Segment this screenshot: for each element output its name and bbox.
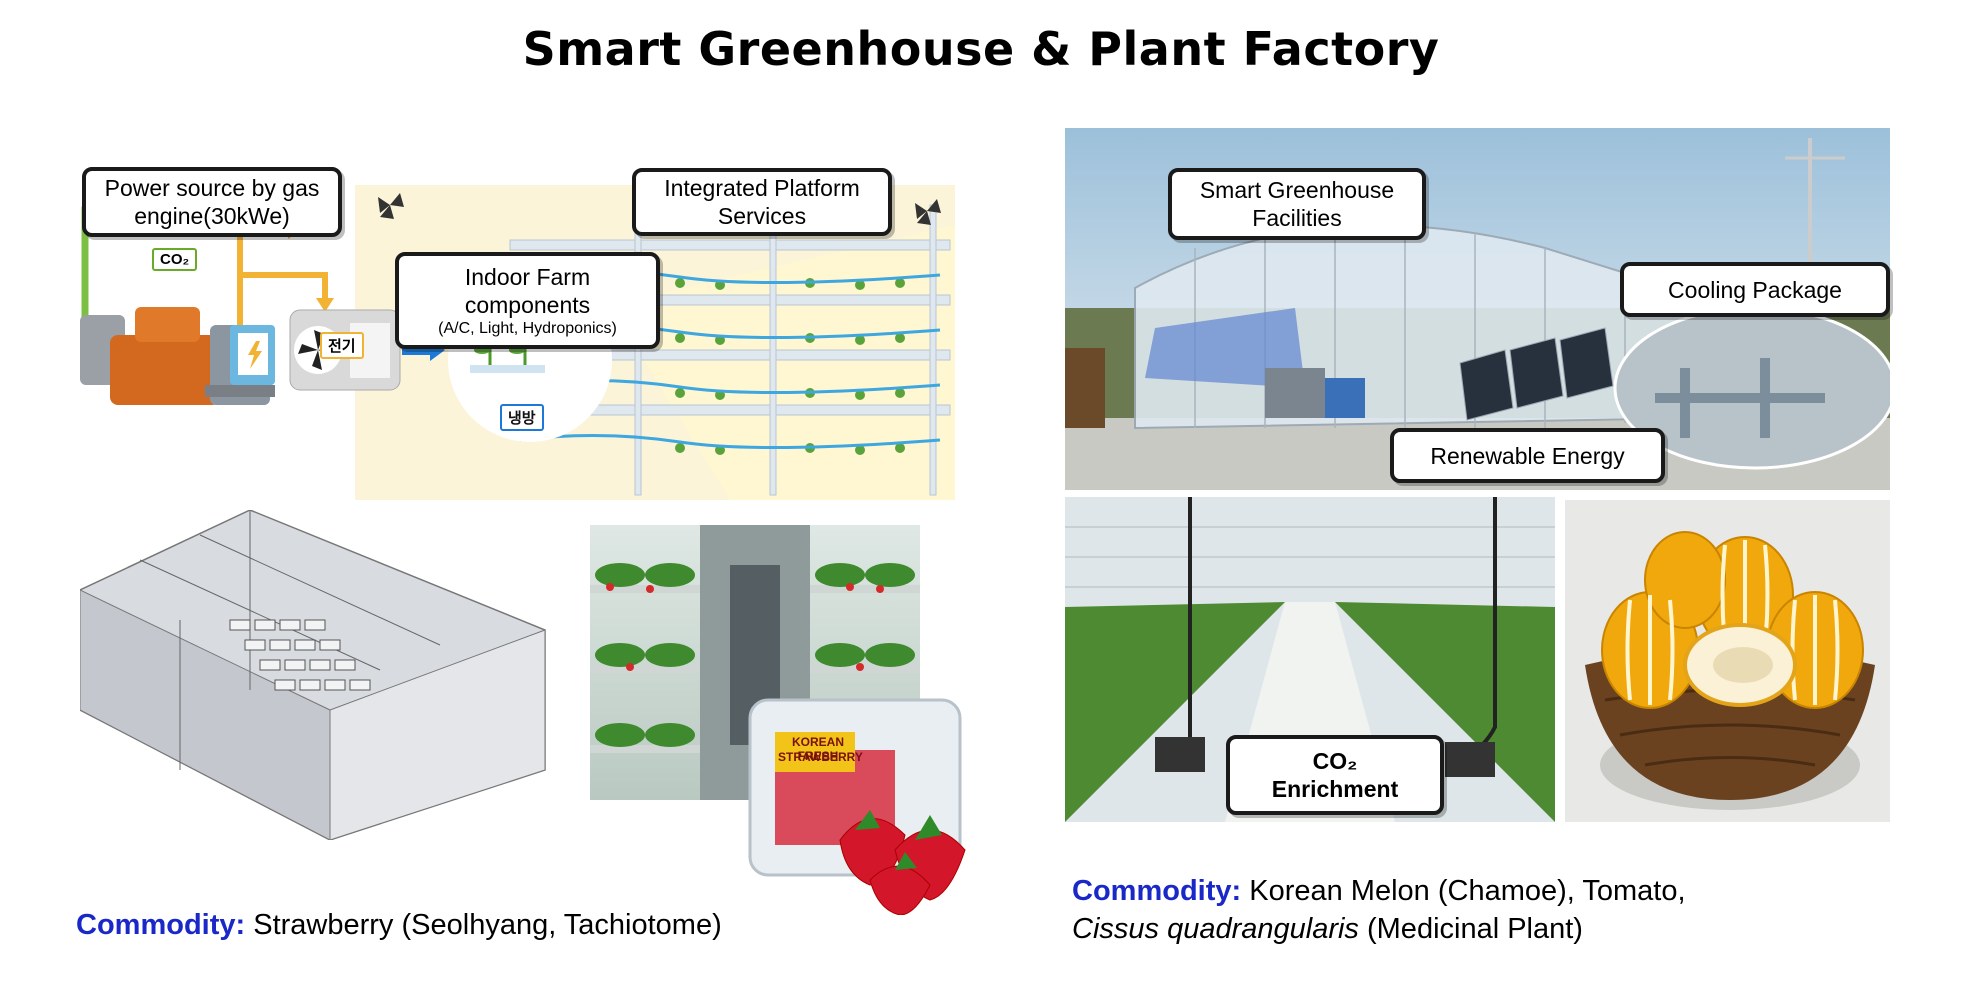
facilities-callout: Smart Greenhouse Facilities — [1168, 168, 1426, 240]
right-commodity: Commodity: Korean Melon (Chamoe), Tomato… — [1072, 872, 1686, 948]
indoor-farm-callout: Indoor Farm components (A/C, Light, Hydr… — [395, 252, 660, 349]
pack-label-line2: STRAWBERRY — [778, 750, 863, 764]
indoor-farm-title: Indoor Farm components — [464, 263, 591, 318]
co2-enrichment-callout: CO₂ Enrichment — [1226, 735, 1444, 815]
co2-tag: CO₂ — [152, 248, 198, 271]
right-commodity-line2: Cissus quadrangularis (Medicinal Plant) — [1072, 910, 1686, 948]
indoor-farm-sub: (A/C, Light, Hydroponics) — [438, 319, 617, 337]
right-commodity-italic: Cissus quadrangularis — [1072, 913, 1359, 945]
platform-callout: Integrated Platform Services — [632, 168, 892, 236]
korean-melon-photo — [1565, 500, 1890, 822]
right-commodity-text1: Korean Melon (Chamoe), Tomato, — [1249, 875, 1686, 907]
left-commodity-label: Commodity: — [76, 909, 246, 941]
left-commodity: Commodity: Strawberry (Seolhyang, Tachio… — [76, 906, 722, 944]
right-commodity-text2: (Medicinal Plant) — [1358, 913, 1583, 945]
left-commodity-text: Strawberry (Seolhyang, Tachiotome) — [253, 909, 722, 941]
cooling-tag: 냉방 — [500, 404, 544, 431]
co2-sub: Enrichment — [1271, 776, 1399, 802]
plant-factory-diagram — [80, 165, 960, 500]
renewable-energy-label: Renewable Energy — [1430, 442, 1625, 469]
right-commodity-label: Commodity: — [1072, 875, 1242, 907]
cooling-package-label: Cooling Package — [1668, 276, 1842, 303]
plant-factory-illustration — [80, 185, 955, 500]
pack-label-line1: KOREAN FRESH — [791, 735, 844, 763]
electric-tag: 전기 — [320, 332, 364, 359]
page-title: Smart Greenhouse & Plant Factory — [522, 22, 1440, 76]
power-source-label: Power source by gas engine(30kWe) — [104, 175, 320, 229]
cooling-package-callout: Cooling Package — [1620, 262, 1890, 317]
power-source-callout: Power source by gas engine(30kWe) — [82, 167, 342, 237]
facilities-label: Smart Greenhouse Facilities — [1199, 177, 1395, 231]
renewable-energy-callout: Renewable Energy — [1390, 428, 1665, 483]
platform-label: Integrated Platform Services — [664, 175, 860, 229]
right-commodity-line1: Commodity: Korean Melon (Chamoe), Tomato… — [1072, 872, 1686, 910]
strawberry-pack-photo — [745, 690, 1000, 915]
facility-3d-layout — [80, 510, 550, 840]
co2-title: CO₂ — [1312, 748, 1358, 774]
